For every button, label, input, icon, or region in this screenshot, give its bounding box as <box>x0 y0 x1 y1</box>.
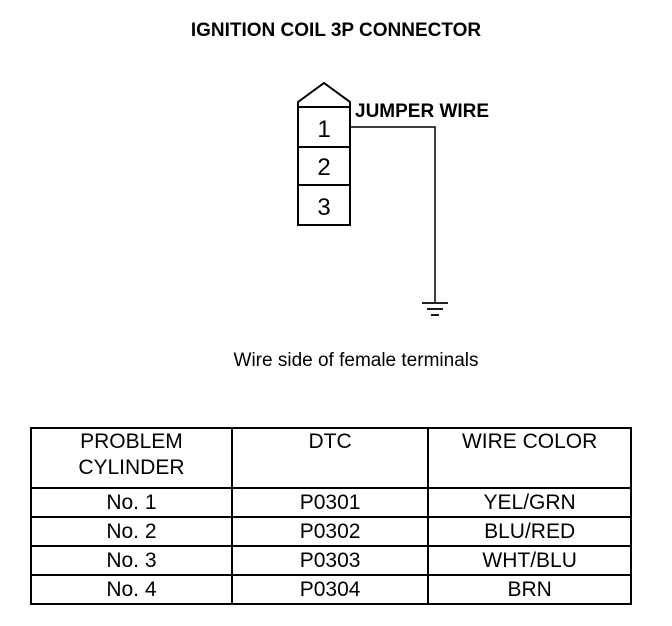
table-row: No. 3 P0303 WHT/BLU <box>30 545 632 576</box>
cell-wire-color: BLU/RED <box>427 516 632 547</box>
diagram-title: IGNITION COIL 3P CONNECTOR <box>190 20 482 41</box>
header-dtc: DTC <box>230 427 430 489</box>
cell-dtc: P0301 <box>230 487 430 518</box>
jumper-wire-label: JUMPER WIRE <box>355 101 490 122</box>
connector-key-cap <box>297 81 351 108</box>
header-wire-color: WIRE COLOR <box>427 427 632 489</box>
terminal-2-label: 2 <box>317 154 330 181</box>
cell-wire-color: BRN <box>427 574 632 605</box>
header-problem-cylinder: PROBLEM CYLINDER <box>30 427 233 489</box>
terminal-3-label: 3 <box>317 194 330 221</box>
terminal-1-label: 1 <box>317 116 330 143</box>
cell-cylinder: No. 3 <box>30 545 233 576</box>
table-row: No. 4 P0304 BRN <box>30 574 632 605</box>
cell-cylinder: No. 4 <box>30 574 233 605</box>
terminal-1-box <box>297 106 351 148</box>
terminal-3-box <box>297 184 351 226</box>
jumper-wire <box>350 126 436 302</box>
cell-cylinder: No. 2 <box>30 516 233 547</box>
cell-cylinder: No. 1 <box>30 487 233 518</box>
terminal-2-box <box>297 146 351 186</box>
cell-dtc: P0303 <box>230 545 430 576</box>
cell-dtc: P0302 <box>230 516 430 547</box>
cell-dtc: P0304 <box>230 574 430 605</box>
dtc-table: PROBLEM CYLINDER DTC WIRE COLOR No. 1 P0… <box>30 427 632 605</box>
table-row: No. 2 P0302 BLU/RED <box>30 516 632 547</box>
table-header-row: PROBLEM CYLINDER DTC WIRE COLOR <box>30 427 632 489</box>
table-row: No. 1 P0301 YEL/GRN <box>30 487 632 518</box>
terminal-side-caption: Wire side of female terminals <box>233 350 479 371</box>
ground-icon <box>422 302 448 316</box>
cell-wire-color: WHT/BLU <box>427 545 632 576</box>
cell-wire-color: YEL/GRN <box>427 487 632 518</box>
